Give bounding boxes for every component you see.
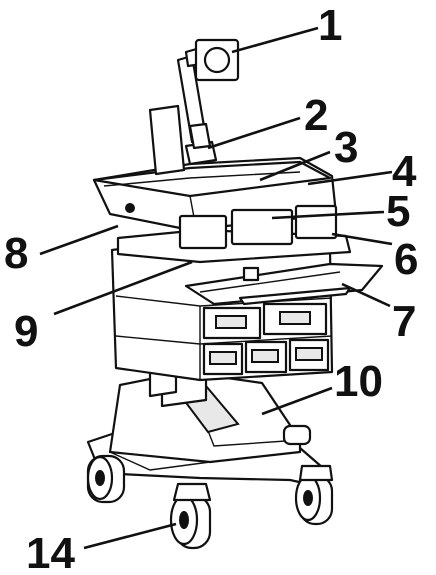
leader-9 (53, 260, 193, 316)
monitor-mount (148, 38, 240, 176)
callout-7: 7 (392, 297, 416, 346)
callout-2: 2 (304, 91, 328, 140)
upper-work-surface (92, 156, 338, 250)
callout-6: 6 (394, 235, 418, 284)
leader-2 (207, 116, 301, 150)
callout-8: 8 (4, 229, 28, 278)
callout-5: 5 (386, 187, 410, 236)
callout-labels: 1 2 3 4 5 6 7 8 9 10 14 (4, 1, 418, 575)
callout-9: 9 (14, 307, 38, 356)
leader-lines (39, 26, 393, 550)
keyboard-tray (184, 262, 384, 306)
callout-10: 10 (334, 357, 383, 406)
leader-4 (307, 170, 393, 186)
leader-6 (331, 232, 393, 246)
caster-front-left (169, 482, 212, 550)
callout-4: 4 (392, 147, 417, 196)
leader-10 (261, 386, 333, 416)
caster-front-right (294, 464, 334, 526)
leader-8 (39, 224, 119, 256)
leader-7 (341, 282, 391, 308)
caster-rear-left (86, 454, 126, 504)
leader-3 (259, 150, 331, 182)
callout-3: 3 (334, 123, 358, 172)
caster-rear-right (282, 424, 312, 446)
leader-1 (231, 26, 319, 54)
leader-14 (83, 522, 177, 550)
callout-14: 14 (26, 529, 75, 575)
callout-1: 1 (318, 1, 342, 50)
leader-5 (271, 210, 385, 220)
